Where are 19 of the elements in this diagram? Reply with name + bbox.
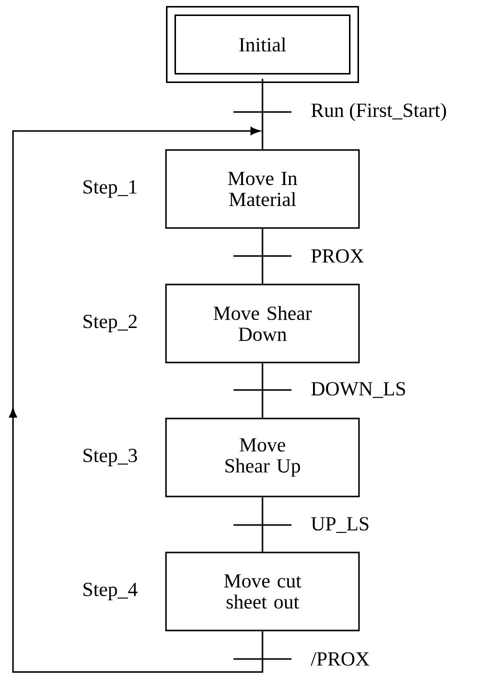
transition-label: Run (First_Start) [311,102,446,122]
transition-label: UP_LS [311,517,368,533]
connector-line [262,78,264,150]
initial-step-box: Initial [166,6,359,84]
connector-line [262,497,264,552]
loop-arrow [9,127,264,673]
connector-line [262,363,264,418]
connector-line [262,228,264,284]
step-box: Move Shear Up [165,418,360,498]
step-label: Step_3 [84,448,137,466]
transition-label: DOWN_LS [311,382,406,398]
transition-label: /PROX [310,652,370,666]
transition-label: PROX [311,249,364,263]
step-box: Move In Material [165,149,360,229]
step-label: Step_4 [84,582,138,600]
step-label: Step_2 [84,314,137,332]
step-box: Move cut sheet out [165,552,360,632]
step-box: Move Shear Down [165,284,360,364]
step-label: Step_1 [84,180,137,198]
